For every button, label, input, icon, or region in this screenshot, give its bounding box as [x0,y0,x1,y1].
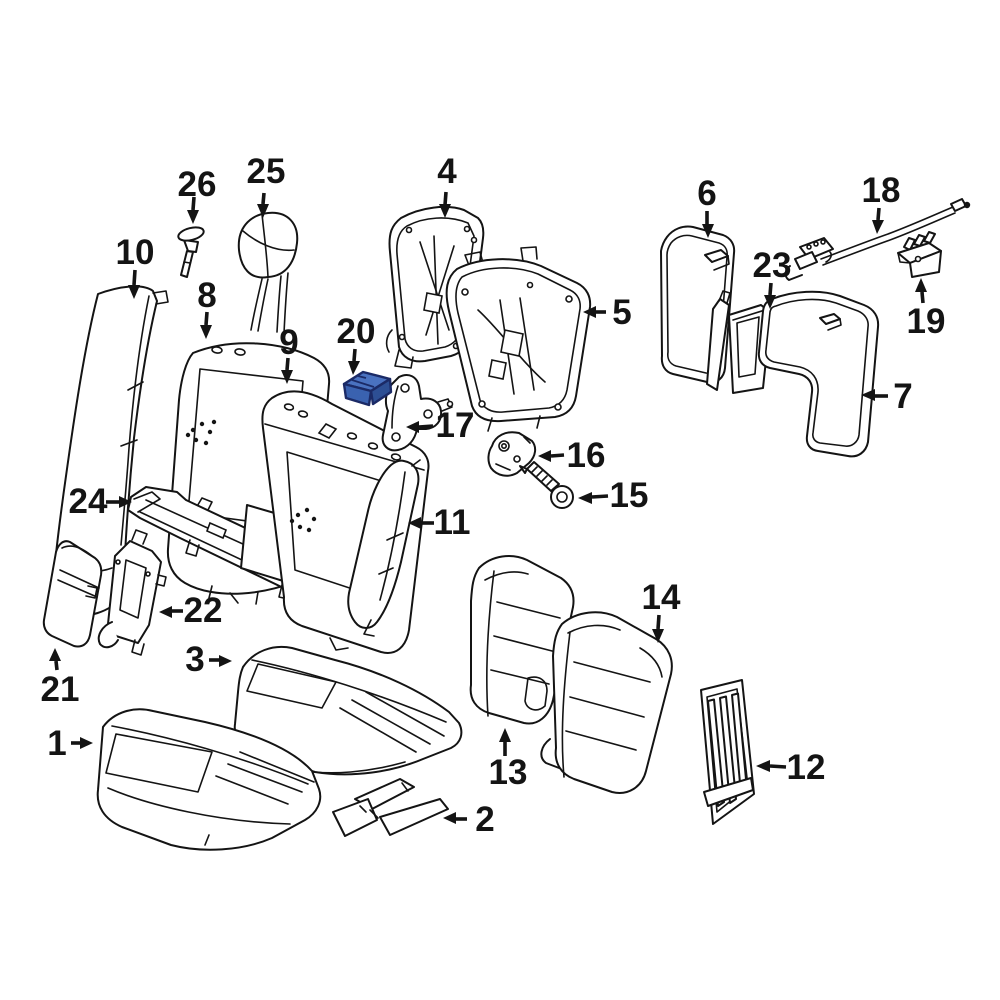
part-12-slatted-panel[interactable] [700,679,755,825]
callout-11[interactable]: 11 [408,503,471,542]
callout-12[interactable]: 12 [756,748,825,787]
callout-5[interactable]: 5 [583,293,632,332]
callout-15[interactable]: 15 [578,476,648,515]
callout-17[interactable]: 17 [406,406,474,445]
callout-label-3[interactable]: 3 [185,640,204,679]
part-1-seat-cushion[interactable] [96,708,322,851]
callout-label-23[interactable]: 23 [753,246,792,285]
part-21-armrest-cushion[interactable] [42,540,103,648]
part-22-center-bracket[interactable] [97,529,167,656]
part-10-side-bolster[interactable] [50,285,169,618]
callout-16[interactable]: 16 [538,436,605,475]
callout-21[interactable]: 21 [41,648,80,709]
callout-23[interactable]: 23 [753,246,792,309]
callout-label-4[interactable]: 4 [437,152,457,191]
callout-label-19[interactable]: 19 [907,302,946,341]
callout-22[interactable]: 22 [159,591,222,630]
callout-label-7[interactable]: 7 [893,377,912,416]
callout-label-20[interactable]: 20 [337,312,376,351]
callout-24[interactable]: 24 [69,482,132,521]
part-25-headrest[interactable] [237,211,299,334]
part-13-seat-back-cushion[interactable] [469,555,575,725]
callout-label-25[interactable]: 25 [247,152,286,191]
callout-7[interactable]: 7 [861,377,913,416]
part-2-trim-strips[interactable] [332,778,449,837]
callout-9[interactable]: 9 [279,323,299,384]
part-16-latch-bracket[interactable] [487,431,537,477]
callout-label-18[interactable]: 18 [862,171,901,210]
part-5-backrest-frame-large[interactable] [445,246,592,432]
callout-20[interactable]: 20 [337,312,376,375]
callout-label-21[interactable]: 21 [41,670,80,709]
callout-4[interactable]: 4 [437,152,457,218]
callout-26[interactable]: 26 [178,165,217,224]
callout-label-16[interactable]: 16 [567,436,606,475]
callout-label-17[interactable]: 17 [436,406,475,445]
callout-19[interactable]: 19 [907,278,946,341]
callout-label-11[interactable]: 11 [434,503,471,542]
callout-label-24[interactable]: 24 [69,482,108,521]
callout-label-22[interactable]: 22 [184,591,223,630]
part-18-release-cable[interactable] [784,198,971,281]
callout-25[interactable]: 25 [247,152,286,218]
callout-18[interactable]: 18 [862,171,901,234]
callout-label-12[interactable]: 12 [787,748,826,787]
callout-13[interactable]: 13 [489,728,528,792]
callout-2[interactable]: 2 [443,800,495,839]
callout-8[interactable]: 8 [197,276,217,339]
part-15-bolt[interactable] [519,461,574,509]
callout-10[interactable]: 10 [116,233,155,299]
callout-3[interactable]: 3 [185,640,232,679]
callout-14[interactable]: 14 [642,578,681,643]
part-14-seat-back-cushion[interactable] [540,611,673,794]
callout-label-5[interactable]: 5 [612,293,631,332]
callout-label-15[interactable]: 15 [610,476,649,515]
callout-label-13[interactable]: 13 [489,753,528,792]
part-26-pin[interactable] [177,225,205,278]
part-19-cable-bracket[interactable] [897,231,942,278]
callout-1[interactable]: 1 [47,724,93,763]
part-7-back-panel-large[interactable] [757,290,880,458]
callout-label-6[interactable]: 6 [697,174,716,213]
part-20-selected-clip[interactable] [342,370,393,407]
callout-label-9[interactable]: 9 [279,323,298,362]
part-3-center-seat-cushion[interactable] [233,646,463,783]
callout-label-26[interactable]: 26 [178,165,217,204]
callout-label-14[interactable]: 14 [642,578,681,617]
callout-6[interactable]: 6 [697,174,717,238]
callout-label-8[interactable]: 8 [197,276,216,315]
callout-label-10[interactable]: 10 [116,233,155,272]
callout-label-2[interactable]: 2 [475,800,494,839]
callout-label-1[interactable]: 1 [47,724,66,763]
